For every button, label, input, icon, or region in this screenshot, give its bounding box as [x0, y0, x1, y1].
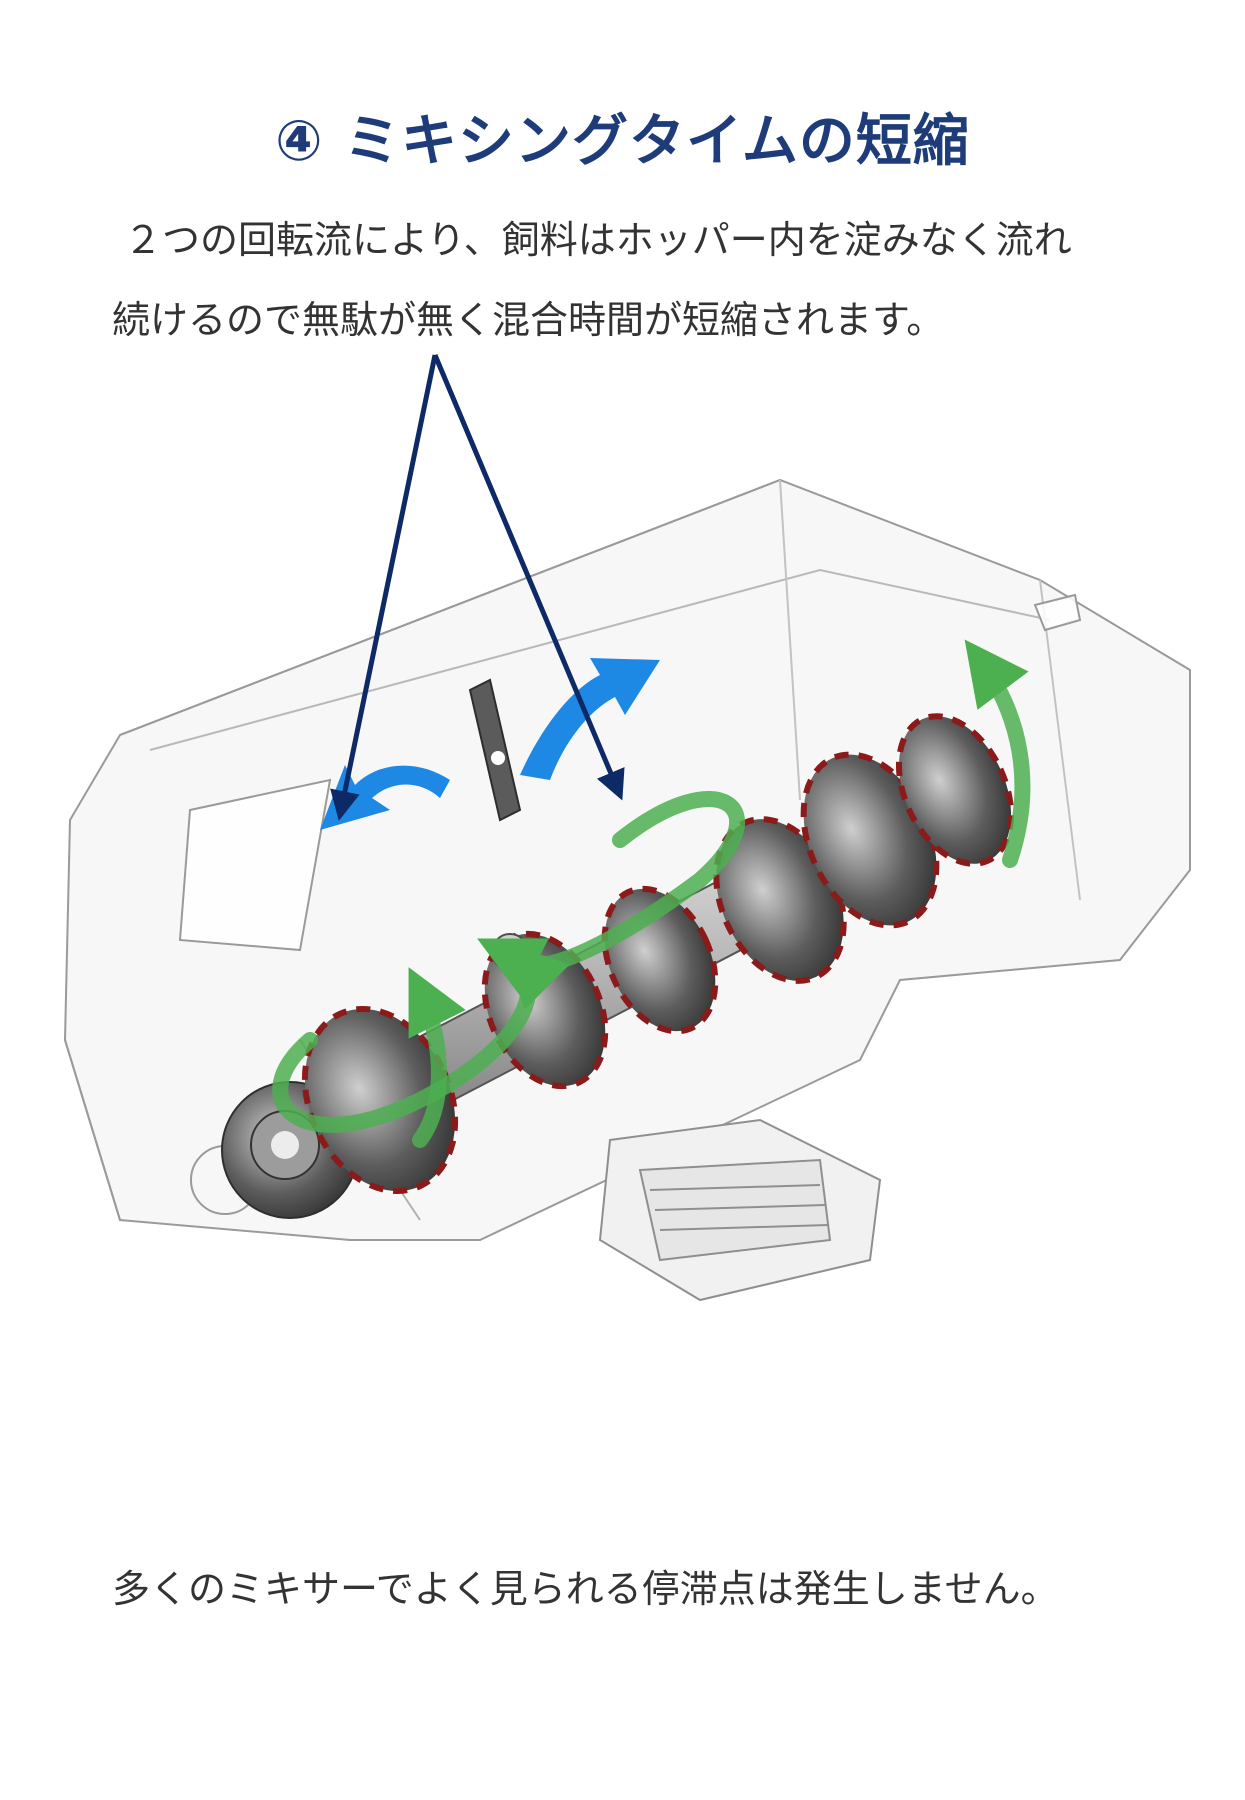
- green-flow-arrows: [272, 639, 1031, 1148]
- page-title: ④ ミキシングタイムの短縮: [275, 108, 970, 174]
- mixer-diagram: [63, 354, 1191, 1302]
- shaft-hub: [221, 1081, 359, 1219]
- intro-line-2: 続けるので無駄が無く混合時間が短縮されます。: [112, 298, 945, 342]
- discharge-chute: [598, 1118, 882, 1302]
- pointer-arrows: [330, 354, 625, 821]
- intro-line-1: ２つの回転流により、飼料はホッパー内を淀みなく流れ: [124, 218, 1072, 262]
- pointer-arrow-left: [330, 354, 438, 821]
- paddle: [895, 713, 1015, 867]
- blue-arrow-right: [520, 658, 660, 780]
- intro-paragraph: ２つの回転流により、飼料はホッパー内を淀みなく流れ 続けるので無駄が無く混合時間…: [112, 200, 1172, 360]
- pointer-arrow-right: [432, 354, 625, 801]
- footer-note: 多くのミキサーでよく見られる停滞点は発生しません。: [112, 1567, 1059, 1611]
